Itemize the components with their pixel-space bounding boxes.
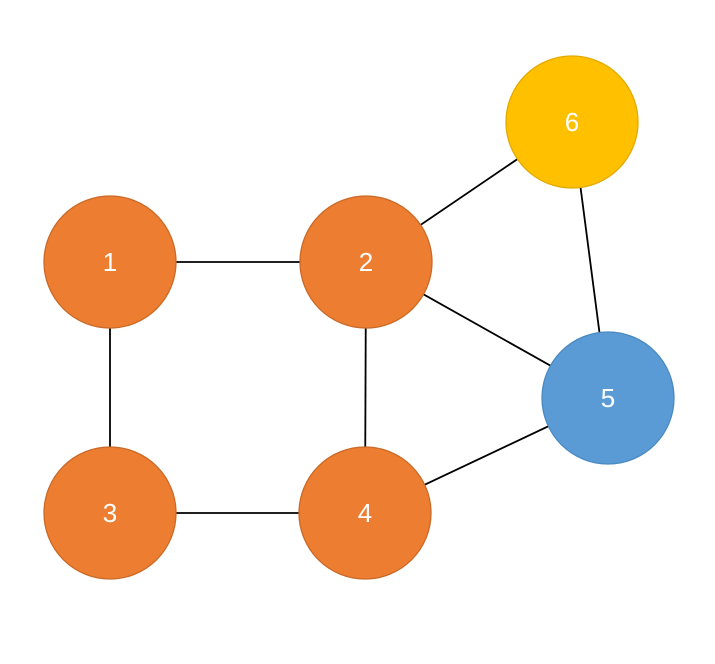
node-2[interactable]: 2 [299,195,433,329]
node-circle-6[interactable] [505,55,639,189]
node-6[interactable]: 6 [505,55,639,189]
node-circle-3[interactable] [43,446,177,580]
node-5[interactable]: 5 [541,331,675,465]
node-circle-2[interactable] [299,195,433,329]
node-1[interactable]: 1 [43,195,177,329]
node-3[interactable]: 3 [43,446,177,580]
node-circle-4[interactable] [298,446,432,580]
node-4[interactable]: 4 [298,446,432,580]
node-circle-5[interactable] [541,331,675,465]
node-circle-1[interactable] [43,195,177,329]
